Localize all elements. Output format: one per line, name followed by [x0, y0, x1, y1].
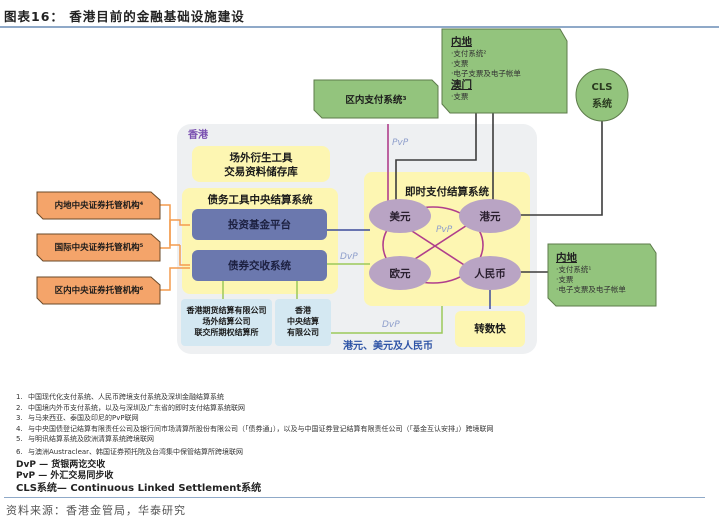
footnote: 6.与澳洲Austraclear、韩国证券预托院及台湾集中保管结算所跨境联网	[16, 447, 244, 456]
rmb-label: 人民币	[474, 268, 506, 280]
source-divider	[4, 497, 705, 498]
mainland-item: ·电子支票及电子帐单	[451, 69, 521, 78]
hkd-label: 港元	[479, 211, 501, 223]
source-note: 资料来源：香港金管局，华泰研究	[6, 504, 186, 517]
abbr-pvp: PvP — 外汇交易同步收	[16, 471, 114, 481]
pvp-top-label: PvP	[392, 138, 409, 148]
regional-payment-box	[313, 79, 439, 119]
mainland-item: ·支票	[451, 59, 469, 68]
hkscc-line1: 香港	[295, 306, 311, 315]
hkscc-line2: 中央结算	[287, 317, 319, 326]
figure-title: 图表16： 香港目前的金融基础设施建设	[4, 9, 245, 24]
hk-region-label: 香港	[188, 130, 208, 141]
mainland-right-header: 内地	[556, 252, 577, 264]
title-divider	[0, 26, 719, 28]
abbr-cls: CLS系统— Continuous Linked Settlement系统	[16, 483, 262, 494]
csd-label-1: 内地中央证券托管机构⁴	[54, 201, 144, 211]
fps-box	[455, 311, 525, 347]
mainland-macau-box	[441, 28, 568, 114]
mainland-right-box	[547, 243, 657, 307]
fps-label: 转数快	[474, 323, 506, 335]
footnote: 4.与中央国债登记结算有限责任公司及银行间市场清算所股份有限公司（「债券通」），…	[16, 424, 494, 433]
mainland-right-text: 内地 ·支付系统¹ ·支票 ·电子支票及电子帐单	[556, 252, 626, 295]
macau-item: ·支票	[451, 92, 469, 101]
cls-line1: CLS	[591, 82, 613, 93]
csd-box-3	[36, 276, 161, 305]
otc-repository-line1: 场外衍生工具	[229, 152, 293, 164]
mainland-right-item: ·支付系统¹	[556, 265, 592, 274]
fund-platform-label: 投资基金平台	[228, 219, 291, 231]
csd-connectors	[160, 204, 190, 291]
mainland-right-item: ·支票	[556, 275, 574, 284]
pvp-center-label: PvP	[436, 225, 453, 235]
csd-box-2	[36, 233, 161, 262]
mainland-macau-text: 内地 ·支付系统² ·支票 ·电子支票及电子帐单 澳门 ·支票	[451, 36, 521, 102]
cls-node	[575, 68, 629, 122]
abbr-dvp: DvP — 货银两讫交收	[16, 460, 106, 470]
csd-box-1	[36, 191, 161, 220]
hkscc-line3: 有限公司	[287, 328, 319, 337]
otc-repository-box	[192, 146, 330, 182]
rtgs-currencies-note: 港元、美元及人民币	[343, 341, 433, 352]
footnotes: 1.中国现代化支付系统、人民币跨境支付系统及深圳金融结算系统 2.中国境内外币支…	[16, 392, 494, 458]
mainland-header: 内地	[451, 36, 472, 48]
rmb-node	[459, 256, 521, 290]
bond-settlement-label: 债券交收系统	[228, 260, 291, 272]
dvp-links	[222, 263, 443, 334]
hkfe-clearing-line2: 场外结算公司	[202, 317, 251, 326]
dark-links	[395, 112, 603, 273]
csd-label-3: 区内中央证券托管机构⁶	[54, 286, 144, 296]
hkfe-clearing-line1: 香港期货结算有限公司	[186, 306, 267, 315]
footnote: 3.与马来西亚、泰国及印尼的PvP联网	[16, 414, 139, 423]
macau-header: 澳门	[451, 79, 472, 91]
cls-line2: 系统	[592, 99, 612, 110]
footnote: 5.与明讯结算系统及欧洲清算系统跨境联网	[16, 435, 154, 444]
usd-label: 美元	[389, 211, 411, 223]
csd-label-2: 国际中央证券托管机构⁵	[54, 243, 144, 253]
footnote: 1.中国现代化支付系统、人民币跨境支付系统及深圳金融结算系统	[16, 393, 224, 401]
eur-label: 欧元	[389, 268, 411, 280]
fund-platform-box	[192, 209, 327, 240]
hkfe-clearing-line3: 联交所期权结算所	[194, 328, 259, 337]
usd-node	[369, 199, 431, 233]
hkscc-box	[275, 299, 331, 346]
hkd-node	[459, 199, 521, 233]
cmu-label: 债务工具中央结算系统	[207, 194, 313, 206]
abbreviations: DvP — 货银两讫交收 PvP — 外汇交易同步收 CLS系统— Contin…	[16, 460, 261, 496]
otc-repository-line2: 交易资料储存库	[224, 166, 298, 178]
mainland-item: ·支付系统²	[451, 49, 487, 58]
bond-settlement-box	[192, 250, 327, 281]
rtgs-label: 即时支付结算系统	[405, 186, 489, 198]
hkfe-clearing-box	[181, 299, 272, 346]
dvp-mid-label: DvP	[340, 252, 358, 262]
mainland-right-item: ·电子支票及电子帐单	[556, 285, 626, 294]
footnote: 2.中国境内外币支付系统，以及与深圳及广东省的即时支付结算系统联网	[16, 403, 245, 412]
eur-node	[369, 256, 431, 290]
dvp-bottom-label: DvP	[382, 320, 400, 330]
regional-payment-label: 区内支付系统³	[345, 95, 407, 106]
